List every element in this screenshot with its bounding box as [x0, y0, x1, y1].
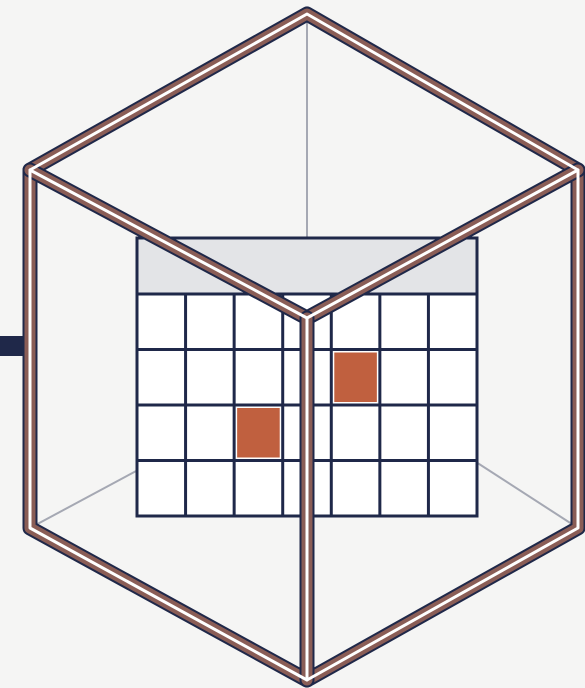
- cube-back-left-edge: [30, 470, 138, 528]
- cube-back-right-edge: [476, 462, 578, 528]
- highlighted-day-cell: [237, 408, 280, 458]
- highlighted-day-cell: [334, 353, 377, 403]
- cube-frame: [30, 14, 578, 680]
- connector-stub-icon: [0, 336, 24, 356]
